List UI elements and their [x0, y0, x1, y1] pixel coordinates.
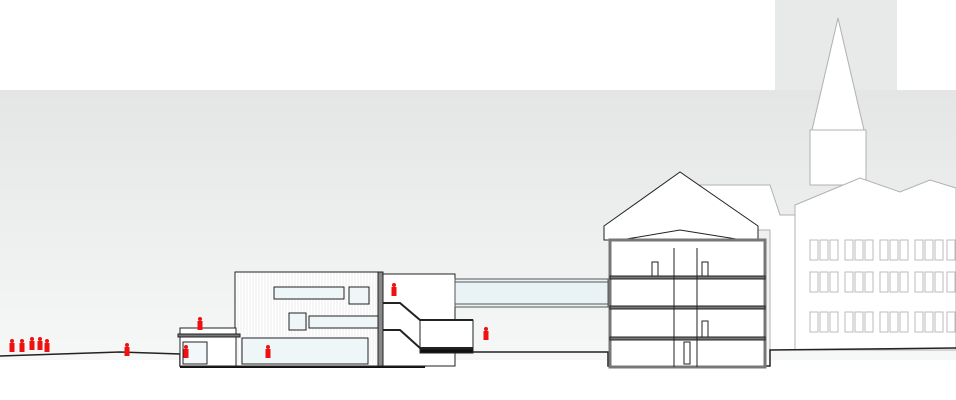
context-window — [819, 239, 829, 261]
person-figure — [124, 343, 130, 356]
context-window — [889, 239, 899, 261]
context-window — [879, 271, 889, 293]
context-window — [854, 239, 864, 261]
person-figure — [483, 327, 489, 340]
context-window — [844, 239, 854, 261]
context-window — [914, 271, 924, 293]
context-window — [879, 239, 889, 261]
context-window — [844, 311, 854, 333]
context-window — [819, 271, 829, 293]
person-figure — [37, 337, 43, 350]
person-figure — [44, 339, 50, 352]
context-window — [864, 311, 874, 333]
person-figure — [29, 337, 35, 350]
person-figure — [391, 283, 397, 296]
context-window — [914, 311, 924, 333]
person-figure — [9, 339, 15, 352]
context-window — [854, 311, 864, 333]
context-window — [934, 271, 944, 293]
context-window — [819, 311, 829, 333]
left-building — [177, 271, 379, 367]
stair-block — [377, 271, 474, 367]
context-window — [889, 271, 899, 293]
person-figure — [197, 317, 203, 330]
person-figure — [183, 345, 189, 358]
context-window — [934, 239, 944, 261]
church-context — [699, 17, 956, 351]
person-figure — [265, 345, 271, 358]
people-figures — [9, 283, 489, 358]
context-window — [809, 239, 819, 261]
main-building — [603, 171, 767, 369]
context-window — [829, 271, 839, 293]
context-window — [864, 239, 874, 261]
context-window — [809, 311, 819, 333]
context-window — [829, 239, 839, 261]
context-window — [889, 311, 899, 333]
context-window — [829, 311, 839, 333]
context-window — [924, 311, 934, 333]
context-window — [844, 271, 854, 293]
context-window — [854, 271, 864, 293]
context-window — [879, 311, 889, 333]
context-window — [899, 271, 909, 293]
context-window — [899, 311, 909, 333]
context-window — [946, 239, 956, 261]
glass-bridge — [454, 278, 609, 308]
context-window — [899, 239, 909, 261]
context-window — [809, 271, 819, 293]
context-window — [934, 311, 944, 333]
context-window — [924, 239, 934, 261]
context-window — [924, 271, 934, 293]
context-window — [914, 239, 924, 261]
context-window-grid — [809, 239, 956, 333]
context-window — [864, 271, 874, 293]
context-window — [946, 311, 956, 333]
person-figure — [19, 339, 25, 352]
context-window — [946, 271, 956, 293]
